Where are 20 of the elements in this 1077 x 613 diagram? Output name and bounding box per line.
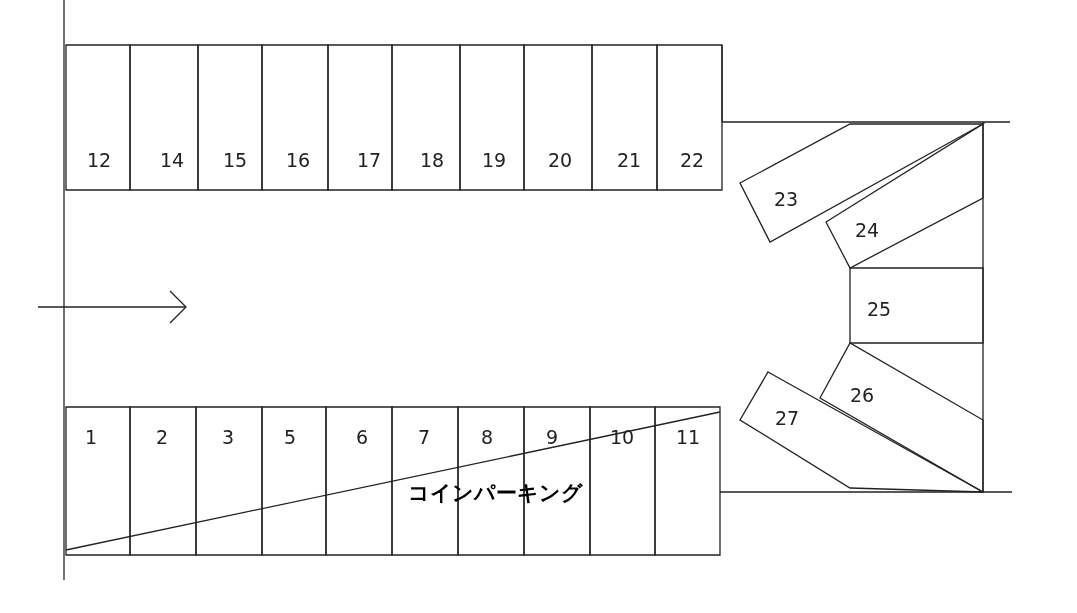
parking-space: 14 bbox=[130, 45, 198, 190]
parking-space: 15 bbox=[198, 45, 262, 190]
parking-space: 21 bbox=[592, 45, 657, 190]
parking-space: 22 bbox=[657, 45, 722, 190]
parking-space: 11 bbox=[655, 407, 720, 555]
parking-space: 6 bbox=[326, 407, 392, 555]
parking-space: 5 bbox=[262, 407, 326, 555]
parking-space: 24 bbox=[826, 124, 983, 268]
parking-space: 2 bbox=[130, 407, 196, 555]
parking-space: 20 bbox=[524, 45, 592, 190]
parking-space: 17 bbox=[328, 45, 392, 190]
parking-space: 3 bbox=[196, 407, 262, 555]
parking-space: 10 bbox=[590, 407, 655, 555]
parking-space: 12 bbox=[66, 45, 130, 190]
parking-space: 1 bbox=[66, 407, 130, 555]
parking-space: 16 bbox=[262, 45, 328, 190]
parking-space: 19 bbox=[460, 45, 524, 190]
parking-space: 26 bbox=[820, 343, 983, 492]
parking-space: 25 bbox=[850, 268, 983, 343]
parking-space: 18 bbox=[392, 45, 460, 190]
